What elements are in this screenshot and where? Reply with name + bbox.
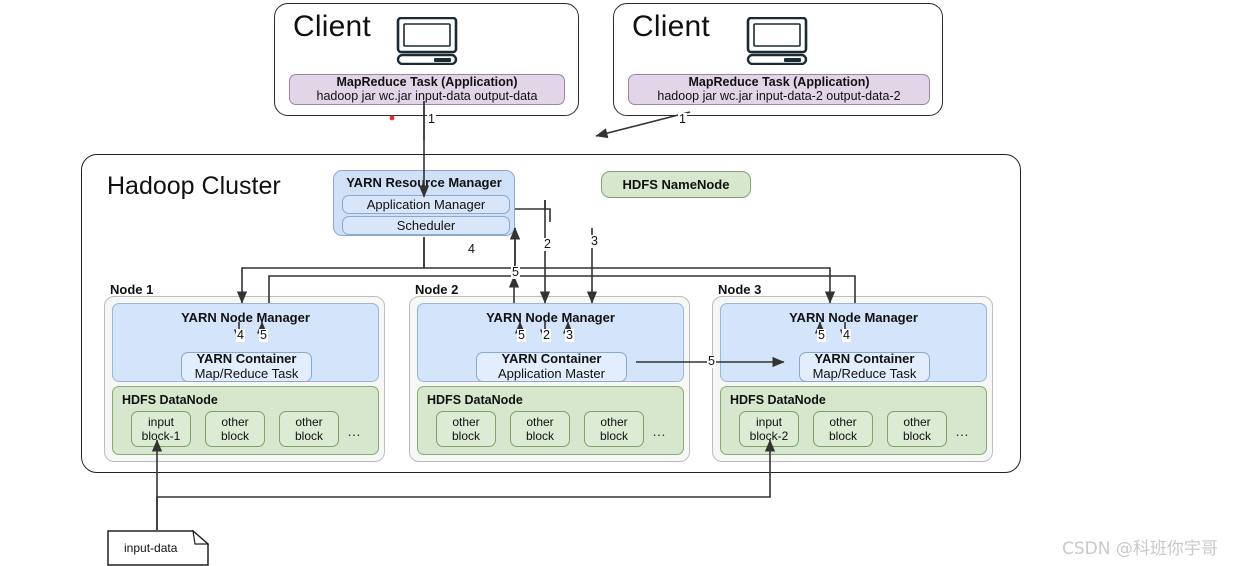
application-manager-box[interactable]: Application Manager	[342, 195, 510, 214]
node-manager-title: YARN Node Manager	[789, 310, 918, 325]
watermark: CSDN @科班你宇哥	[1062, 539, 1218, 559]
node-panel-1: YARN Node Manager YARN Container Map/Red…	[104, 296, 385, 462]
block-line1: other	[600, 414, 628, 429]
node-manager-box-2: YARN Node Manager YARN Container Applica…	[417, 303, 684, 382]
flow-label-rm-allocate: 3	[590, 234, 599, 248]
block-line2: block-2	[749, 429, 789, 443]
container-title: YARN Container	[501, 351, 602, 367]
node2-flow-label-a: 5	[517, 328, 526, 342]
mapreduce-task-box-1: MapReduce Task (Application) hadoop jar …	[289, 74, 565, 105]
container-subtitle: Map/Reduce Task	[812, 365, 917, 381]
datanode-title: HDFS DataNode	[122, 393, 218, 407]
node-label-2: Node 2	[415, 282, 459, 297]
hdfs-datanode-box-3: HDFS DataNode input block-2 other block …	[720, 386, 987, 455]
yarn-resource-manager-box: YARN Resource Manager Application Manage…	[333, 170, 515, 236]
node3-flow-label-a: 5	[817, 328, 826, 342]
container-title: YARN Container	[196, 351, 297, 367]
block-line1: other	[221, 414, 249, 429]
blocks-ellipsis: …	[955, 423, 970, 439]
blocks-ellipsis: …	[347, 423, 362, 439]
mapreduce-task-command: hadoop jar wc.jar input-data-2 output-da…	[657, 89, 901, 104]
yarn-container-box-3[interactable]: YARN Container Map/Reduce Task	[799, 352, 930, 382]
mapreduce-task-title: MapReduce Task (Application)	[688, 74, 870, 89]
hdfs-block[interactable]: input block-2	[739, 411, 799, 447]
block-line2: block	[902, 429, 931, 443]
node2-flow-label-b: 2	[542, 328, 551, 342]
mapreduce-task-command: hadoop jar wc.jar input-data output-data	[316, 89, 538, 104]
yarn-container-box-2[interactable]: YARN Container Application Master	[476, 352, 627, 382]
client-panel-1: Client MapReduce Task (Application) hado…	[274, 3, 579, 116]
hdfs-datanode-box-2: HDFS DataNode other block other block ot…	[417, 386, 684, 455]
hdfs-datanode-box-1: HDFS DataNode input block-1 other block …	[112, 386, 379, 455]
hdfs-namenode-box: HDFS NameNode	[601, 171, 751, 198]
mapreduce-task-title: MapReduce Task (Application)	[336, 74, 518, 89]
block-line1: other	[903, 414, 931, 429]
hdfs-block[interactable]: other block	[436, 411, 496, 447]
node-manager-box-3: YARN Node Manager YARN Container Map/Red…	[720, 303, 987, 382]
hdfs-block[interactable]: other block	[205, 411, 265, 447]
block-line1: other	[452, 414, 480, 429]
node1-flow-label-a: 4	[236, 328, 245, 342]
block-line2: block	[220, 429, 249, 443]
desktop-computer-icon	[746, 17, 808, 65]
mapreduce-task-box-2: MapReduce Task (Application) hadoop jar …	[628, 74, 930, 105]
node-panel-3: YARN Node Manager YARN Container Map/Red…	[712, 296, 993, 462]
flow-label-report: 5	[511, 265, 520, 279]
node2-flow-label-c: 3	[565, 328, 574, 342]
node-label-3: Node 3	[718, 282, 762, 297]
hdfs-block[interactable]: other block	[510, 411, 570, 447]
block-line1: other	[295, 414, 323, 429]
flow-label-client1: 1	[427, 112, 436, 126]
block-line1: input	[147, 414, 175, 429]
node-manager-title: YARN Node Manager	[181, 310, 310, 325]
flow-label-am-request: 2	[543, 237, 552, 251]
hdfs-block[interactable]: input block-1	[131, 411, 191, 447]
node-manager-box-1: YARN Node Manager YARN Container Map/Red…	[112, 303, 379, 382]
flow-label-am-to-container: 5	[707, 354, 716, 368]
hdfs-block[interactable]: other block	[279, 411, 339, 447]
container-subtitle: Map/Reduce Task	[194, 365, 299, 381]
container-subtitle: Application Master	[498, 365, 605, 381]
input-data-label: input-data	[124, 541, 178, 555]
blocks-ellipsis: …	[652, 423, 667, 439]
block-line2: block	[294, 429, 323, 443]
block-line1: other	[526, 414, 554, 429]
block-line2: block	[828, 429, 857, 443]
cluster-title: Hadoop Cluster	[107, 172, 281, 200]
datanode-title: HDFS DataNode	[730, 393, 826, 407]
node3-flow-label-b: 4	[842, 328, 851, 342]
hdfs-block[interactable]: other block	[887, 411, 947, 447]
node-panel-2: YARN Node Manager YARN Container Applica…	[409, 296, 690, 462]
block-line2: block	[599, 429, 628, 443]
block-line2: block	[525, 429, 554, 443]
node-manager-title: YARN Node Manager	[486, 310, 615, 325]
yarn-container-box-1[interactable]: YARN Container Map/Reduce Task	[181, 352, 312, 382]
datanode-title: HDFS DataNode	[427, 393, 523, 407]
node-label-1: Node 1	[110, 282, 154, 297]
input-data-file-shape	[107, 530, 209, 566]
client-panel-2: Client MapReduce Task (Application) hado…	[613, 3, 943, 116]
block-line1: other	[829, 414, 857, 429]
container-title: YARN Container	[814, 351, 915, 367]
flow-label-client2: 1	[678, 112, 687, 126]
scheduler-box[interactable]: Scheduler	[342, 216, 510, 235]
client-title: Client	[632, 10, 710, 43]
red-dot-marker	[389, 115, 395, 121]
block-line2: block	[451, 429, 480, 443]
hdfs-block[interactable]: other block	[813, 411, 873, 447]
block-line1: input	[755, 414, 783, 429]
hdfs-block[interactable]: other block	[584, 411, 644, 447]
desktop-computer-icon	[396, 17, 458, 65]
resource-manager-title: YARN Resource Manager	[346, 175, 502, 190]
client-title: Client	[293, 10, 371, 43]
flow-label-scheduler: 4	[467, 242, 476, 256]
block-line2: block-1	[141, 429, 181, 443]
node1-flow-label-b: 5	[259, 328, 268, 342]
